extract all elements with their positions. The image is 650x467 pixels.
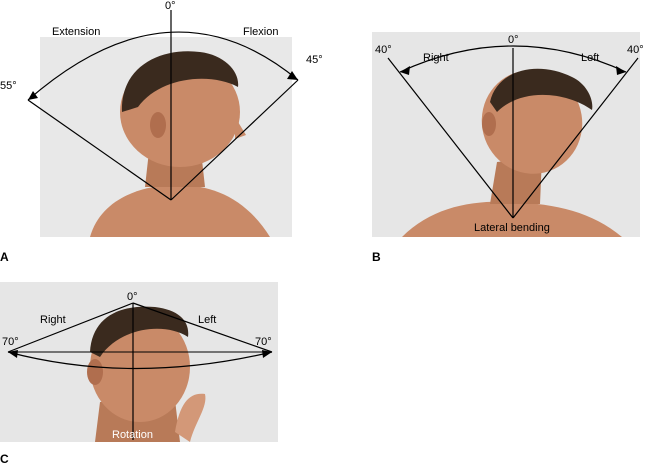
panel-b-right-label: Right (423, 52, 449, 64)
panel-b-left-degree: 40° (627, 44, 644, 56)
panel-b-arrow-left (400, 66, 410, 75)
panel-b-arrow-right (616, 66, 626, 75)
panel-c-left-degree: 70° (255, 336, 272, 348)
panel-a-arc (27, 31, 299, 101)
panel-c-left-ray (132, 302, 273, 353)
panel-a-flexion-degree: 45° (306, 54, 323, 66)
panel-c-right-ray (7, 302, 134, 353)
panel-a-flexion-ray (170, 79, 299, 201)
panel-c-arc (7, 351, 273, 370)
flexion-extension-photo (40, 37, 292, 237)
panel-c-right-degree: 70° (2, 336, 19, 348)
panel-a-extension-label: Extension (52, 26, 101, 38)
panel-c-arrow-right (262, 350, 272, 358)
panel-a-letter: A (0, 250, 9, 264)
panel-a-extension-degree: 55° (0, 80, 17, 92)
panel-b-zero-label: 0° (508, 34, 519, 46)
panel-c-arrow-left (8, 350, 18, 358)
panel-c-left-label: Left (198, 314, 217, 326)
panel-b-caption: Lateral bending (474, 222, 550, 234)
panel-a-zero-label: 0° (165, 0, 176, 12)
panel-c-caption: Rotation (112, 429, 153, 441)
panel-a-arrow-left (28, 91, 38, 100)
panel-a-flexion-label: Flexion (243, 26, 279, 38)
panel-a-extension-ray (27, 99, 172, 201)
panel-b-right-ray (387, 57, 514, 219)
panel-c-right-label: Right (40, 314, 66, 326)
panel-b-right-degree: 40° (375, 44, 392, 56)
panel-a-photo (40, 37, 292, 237)
panel-b-left-label: Left (581, 52, 600, 64)
panel-c-zero-label: 0° (127, 291, 138, 303)
panel-c-letter: C (0, 452, 9, 466)
panel-b-arc (399, 45, 627, 73)
panel-a-arrow-right (287, 71, 298, 80)
panel-b-letter: B (372, 250, 381, 264)
panel-b-left-ray (512, 57, 639, 219)
